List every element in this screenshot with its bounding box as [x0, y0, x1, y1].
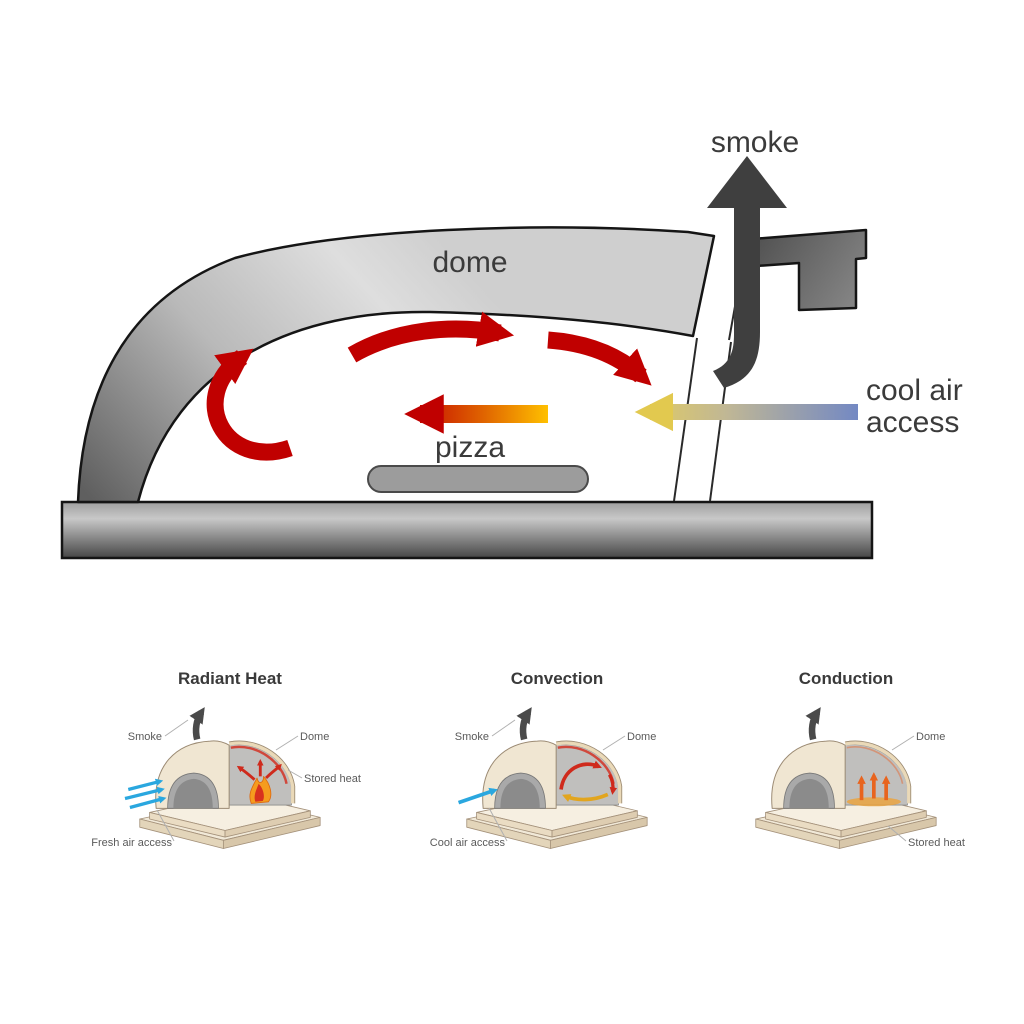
mini-convection-arrows [559, 760, 618, 802]
mini-smoke-arrow [516, 707, 532, 741]
mini-fresh-air-arrows [124, 778, 167, 810]
mini-dome-rim [555, 740, 623, 804]
mini-dome-label: Dome [300, 731, 329, 743]
main-oven-figure: smoke dome pizza cool air access [60, 126, 963, 560]
mini-dome-rim-edge [229, 740, 296, 804]
mini-stored-heat-arc [846, 746, 904, 784]
chimney-block [738, 228, 868, 312]
mini-air-label: Cool air access [430, 837, 506, 849]
mini-door-arch-inner [173, 778, 213, 809]
cool-air-label-line2: access [866, 406, 959, 439]
mini-title: Convection [511, 669, 604, 688]
hot-air-arrow-left [206, 348, 293, 461]
smoke-arrow [707, 156, 787, 388]
lead-line [488, 807, 508, 842]
mini-cool-air-arrow [457, 787, 498, 805]
mini-oven-conduction [755, 707, 937, 849]
pizza-label: pizza [435, 431, 505, 464]
lead-line [891, 735, 915, 751]
mini-oven-base [466, 793, 648, 849]
pizza-shape [367, 465, 589, 493]
mini-title: Conduction [799, 669, 893, 688]
mini-dome-rim-edge [845, 740, 912, 804]
mini-floor-glow [846, 797, 901, 807]
mini-oven-radiant [124, 707, 321, 849]
mini-smoke-label: Smoke [128, 731, 162, 743]
mini-dome-interior [844, 744, 908, 806]
mini-door-arch-inner [500, 778, 540, 809]
mini-door-arch-inner [789, 778, 829, 809]
mini-figure-radiant-heat: Radiant Heat [91, 669, 361, 849]
mini-figure-conduction: Conduction [755, 669, 965, 849]
mini-flame-core [254, 783, 264, 802]
mini-dome-label: Dome [627, 731, 656, 743]
smoke-label: smoke [711, 126, 799, 159]
mini-dome-label: Dome [916, 731, 945, 743]
hot-air-arrow-top [347, 311, 515, 363]
mini-oven-convection [457, 707, 648, 849]
mini-smoke-arrow [189, 707, 205, 741]
mini-air-label: Fresh air access [91, 837, 172, 849]
lead-line [287, 769, 303, 779]
mini-conduction-arrows [857, 772, 891, 801]
mini-stored-heat-arc [230, 745, 288, 785]
lead-line [275, 735, 299, 751]
dome-label: dome [432, 246, 507, 279]
lead-line [164, 719, 189, 737]
lead-line [491, 719, 516, 737]
mini-dome-rim-edge [556, 740, 623, 804]
lead-line [602, 735, 626, 751]
lead-line [887, 825, 907, 842]
mini-smoke-label: Smoke [455, 731, 489, 743]
mini-stored-heat-label: Stored heat [908, 837, 965, 849]
cool-air-label-line1: cool air [866, 374, 963, 407]
mini-radiant-arrows [236, 758, 282, 781]
mini-dome-rim [228, 740, 296, 804]
oven-dome [76, 226, 716, 504]
mini-stored-heat-label: Stored heat [304, 773, 361, 785]
mini-dome-rim [844, 740, 912, 804]
mini-smoke-arrow [805, 707, 821, 741]
mini-title: Radiant Heat [178, 669, 282, 688]
oven-base [60, 500, 874, 560]
mini-figure-convection: Convection [430, 669, 657, 849]
hot-air-arrow-right [547, 331, 652, 386]
lead-line [156, 809, 175, 842]
